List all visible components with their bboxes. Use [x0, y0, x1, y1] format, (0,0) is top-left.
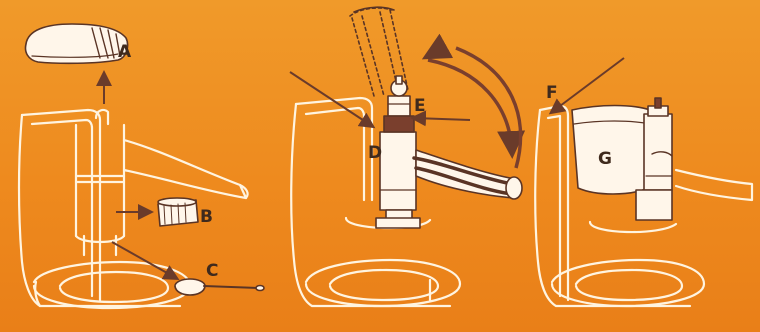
- label-g: G: [598, 149, 612, 169]
- machine-outline-2: [291, 98, 460, 306]
- panel-3-installed: F G: [535, 58, 752, 306]
- label-a: A: [118, 42, 132, 62]
- label-c: C: [206, 261, 218, 281]
- pointer-to-e: [414, 118, 470, 120]
- part-b-filter: [158, 198, 198, 226]
- panel-1-disassembly: A B C: [19, 24, 264, 308]
- lever-arm: [414, 150, 522, 199]
- panel-2-assembly: D E: [290, 7, 522, 306]
- label-b: B: [200, 207, 213, 227]
- rotate-arrow-inner: [428, 60, 512, 152]
- piston-column: [376, 132, 420, 228]
- part-a-cover: [26, 24, 128, 63]
- label-d: D: [368, 143, 382, 163]
- top-mechanism: [384, 76, 414, 132]
- label-f: F: [546, 83, 558, 103]
- part-c-scoop: [175, 279, 264, 295]
- label-e: E: [414, 96, 426, 116]
- rotate-arrow-tip: [428, 46, 446, 56]
- pointer-to-f: [552, 58, 624, 112]
